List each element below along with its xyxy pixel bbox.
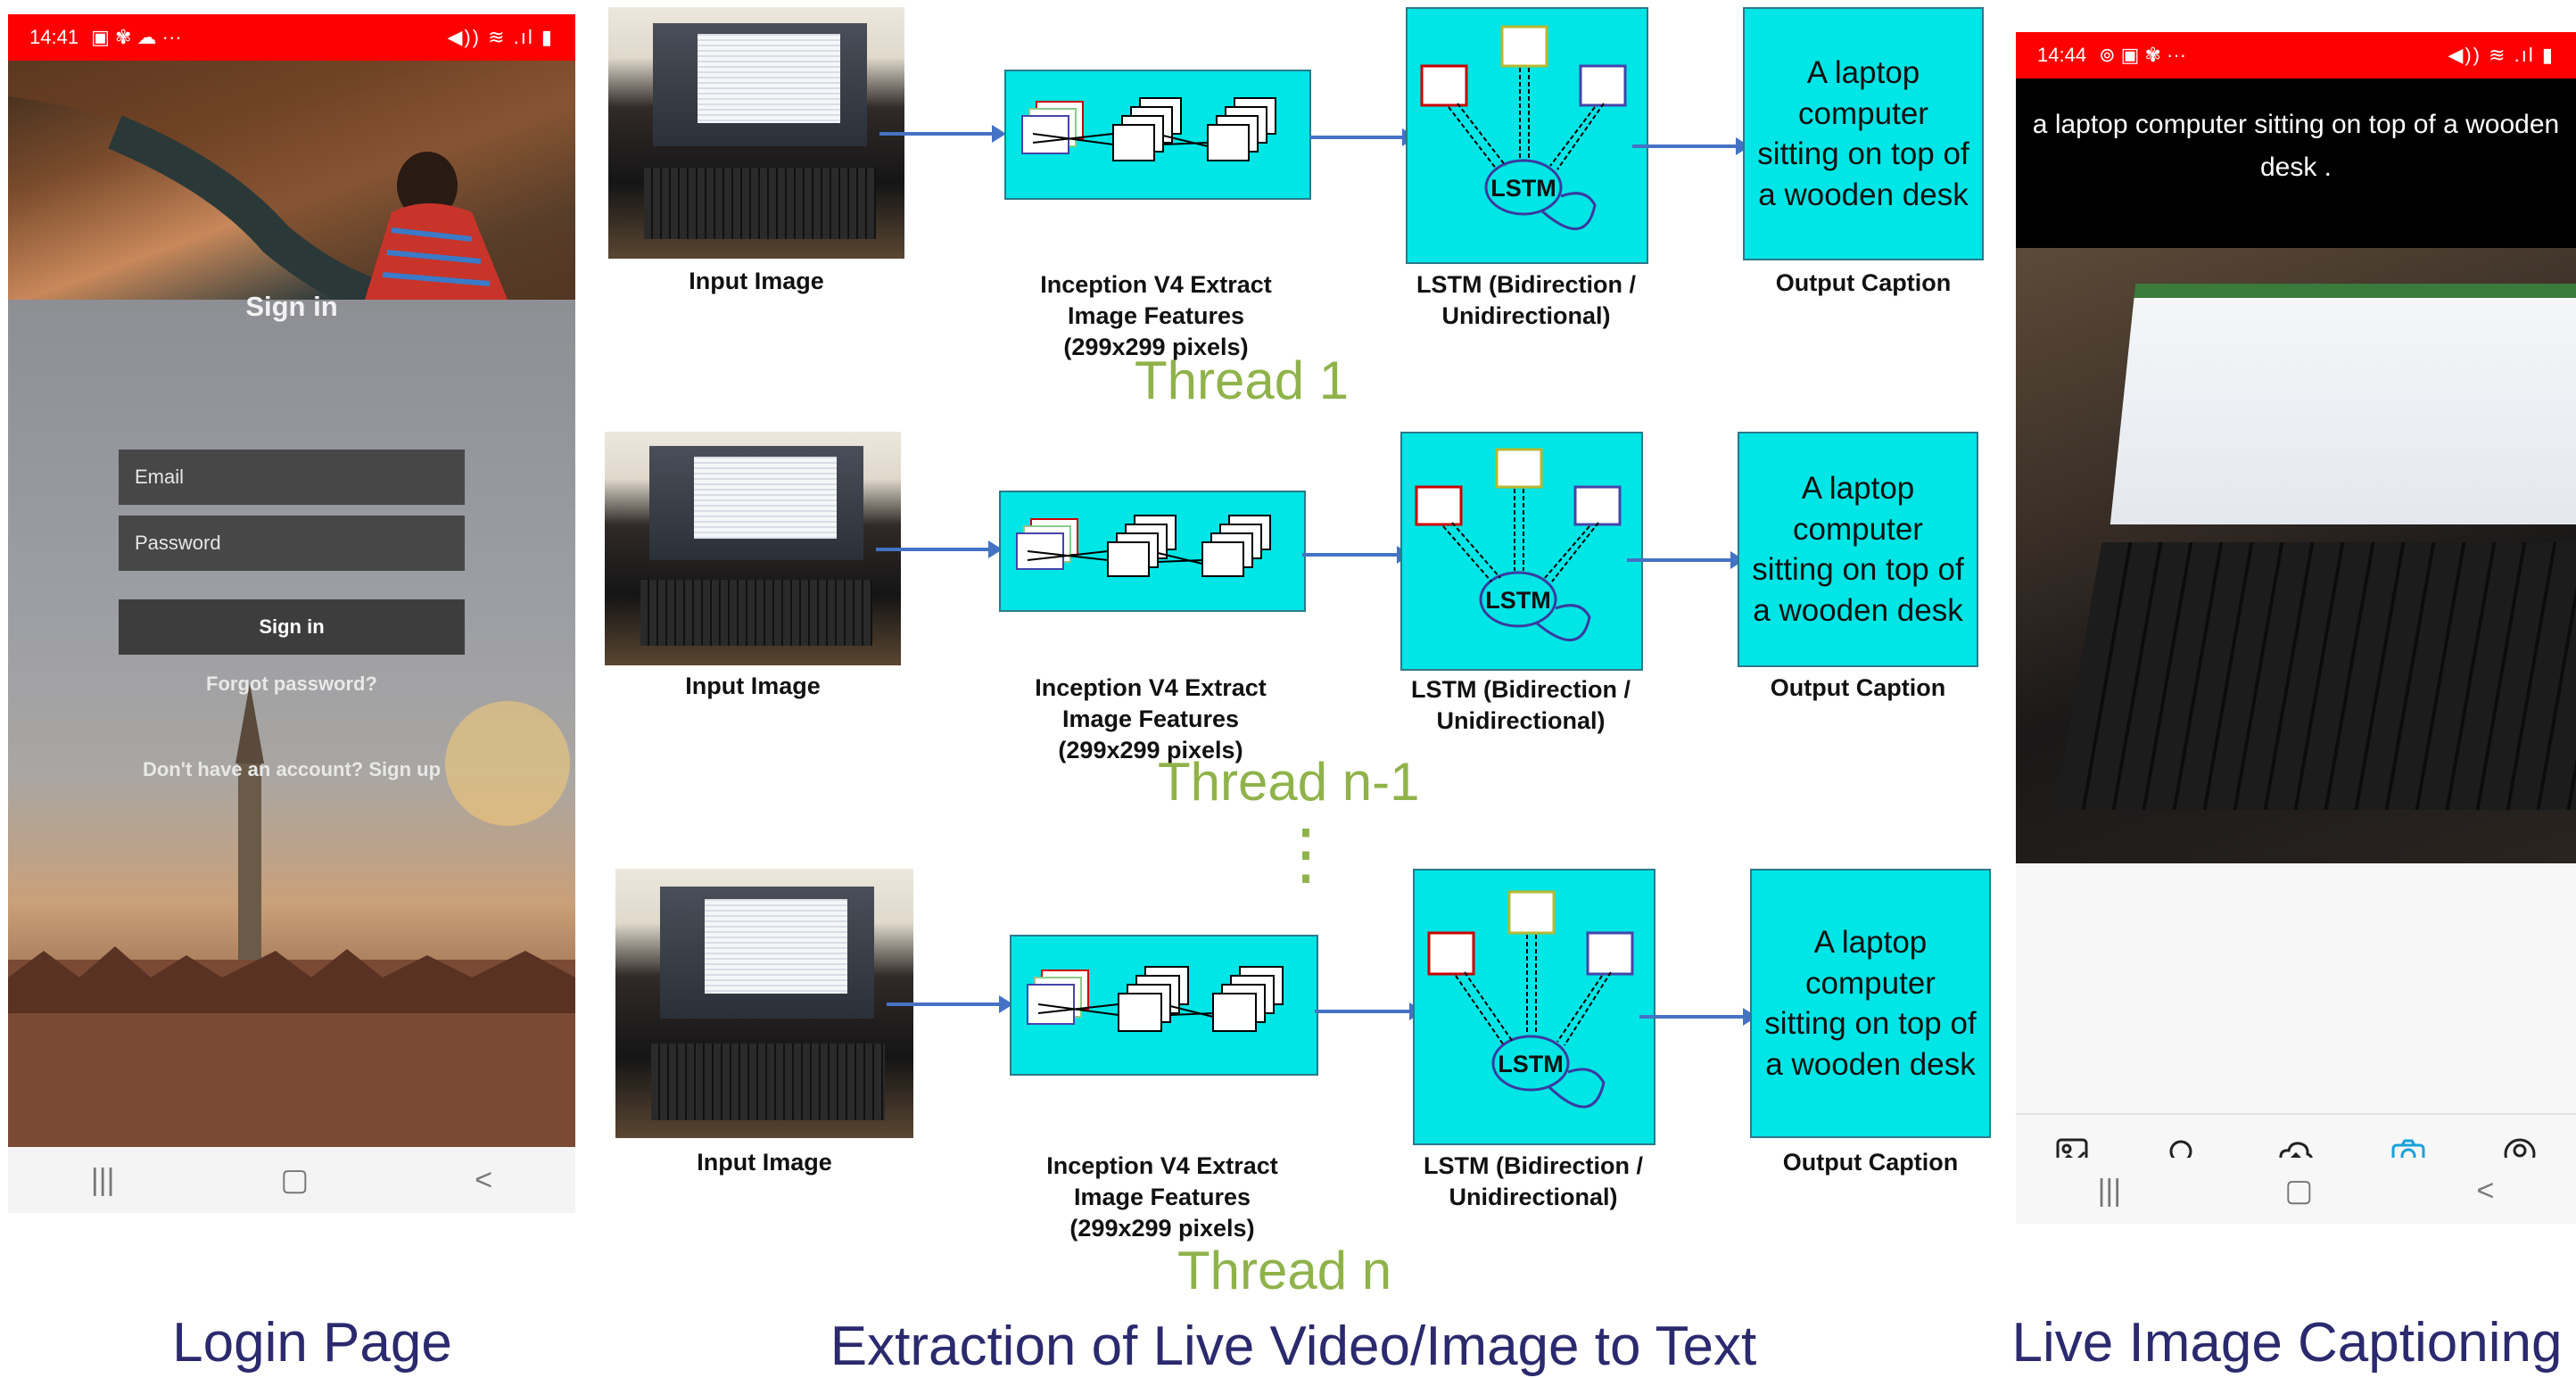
lstm-caption-1: LSTM (Bidirection / Unidirectional) — [1379, 269, 1673, 332]
status-left-icons: ⊚ ▣ ✾ ··· — [2099, 44, 2187, 66]
inception-caption-line1: Inception V4 Extract — [1046, 1152, 1278, 1179]
output-caption-box-1: A laptop computer sitting on top of a wo… — [1743, 7, 1984, 260]
inception-caption-3: Inception V4 Extract Image Features (299… — [1010, 1151, 1315, 1244]
arrow-lstm-to-output-1 — [1632, 137, 1750, 155]
input-image-2 — [605, 432, 901, 665]
sign-up-link[interactable]: Don't have an account? Sign up — [142, 758, 442, 780]
hero-image — [8, 61, 575, 318]
forgot-password-link[interactable]: Forgot password? — [206, 672, 377, 695]
input-image-3 — [615, 869, 913, 1138]
status-time: 14:44 — [2037, 44, 2087, 66]
lstm-network-diagram: LSTM — [1415, 448, 1622, 641]
lstm-caption-line1: LSTM (Bidirection / — [1411, 676, 1631, 703]
arrow-lstm-to-output-3 — [1639, 1008, 1757, 1026]
feature-maps-icon — [1016, 515, 1271, 577]
status-left-icons: ▣ ✾ ☁ ··· — [91, 26, 182, 48]
arrow-input-to-features-1 — [879, 125, 1006, 143]
inception-caption-line1: Inception V4 Extract — [1035, 674, 1267, 701]
login-phone: 14:41 ▣ ✾ ☁ ··· ◀)) ≋ .ıl ▮ Sign in Sign… — [8, 14, 575, 1213]
lstm-caption-line2: Unidirectional) — [1436, 707, 1606, 735]
status-bar: 14:41 ▣ ✾ ☁ ··· ◀)) ≋ .ıl ▮ — [8, 14, 575, 61]
input-image-caption-2: Input Image — [685, 672, 821, 699]
recent-apps-icon[interactable]: ||| — [90, 1162, 115, 1197]
lstm-node-label: LSTM — [1485, 587, 1551, 614]
output-caption-box-2: A laptop computer sitting on top of a wo… — [1738, 432, 1978, 667]
status-right-icons: ◀)) ≋ .ıl ▮ — [2448, 44, 2555, 66]
status-time: 14:41 — [29, 26, 79, 48]
inception-caption-line3: (299x299 pixels) — [1058, 737, 1243, 764]
output-caption-label-1: Output Caption — [1775, 269, 1952, 296]
extraction-label: Extraction of Live Video/Image to Text — [830, 1316, 1757, 1377]
inception-caption-line2: Image Features — [1061, 706, 1240, 733]
feature-extractor-box-2 — [999, 491, 1306, 612]
inception-caption-1: Inception V4 Extract Image Features (299… — [1004, 269, 1308, 363]
empty-area — [2016, 863, 2576, 1113]
lstm-node-label: LSTM — [1498, 1051, 1564, 1077]
inception-caption-line3: (299x299 pixels) — [1063, 334, 1249, 361]
arrow-input-to-features-2 — [876, 540, 1003, 558]
inception-caption-2: Inception V4 Extract Image Features (299… — [999, 672, 1302, 766]
arrow-features-to-lstm-1 — [1309, 128, 1416, 146]
login-page-label: Login Page — [172, 1312, 452, 1374]
lstm-caption-line1: LSTM (Bidirection / — [1416, 271, 1636, 298]
status-right-icons: ◀)) ≋ .ıl ▮ — [447, 26, 554, 48]
system-nav-bar: ||| ▢ < — [2016, 1158, 2576, 1224]
password-field[interactable] — [119, 516, 465, 571]
city-illustration — [8, 683, 575, 1161]
output-caption-label-2: Output Caption — [1770, 674, 1946, 701]
arrow-features-to-lstm-3 — [1315, 1003, 1424, 1020]
lstm-caption-2: LSTM (Bidirection / Unidirectional) — [1374, 674, 1668, 737]
lstm-caption-3: LSTM (Bidirection / Unidirectional) — [1386, 1151, 1680, 1213]
login-background — [8, 300, 575, 1161]
thread-n-label: Thread n — [1177, 1241, 1392, 1300]
canyon-illustration — [8, 61, 575, 318]
recent-apps-icon[interactable]: ||| — [2097, 1173, 2122, 1208]
lstm-caption-line2: Unidirectional) — [1449, 1184, 1618, 1211]
feature-maps-icon — [1027, 966, 1284, 1032]
arrow-lstm-to-output-2 — [1627, 551, 1745, 569]
thread-1-label: Thread 1 — [1135, 351, 1350, 410]
sign-in-button[interactable]: Sign in — [119, 599, 465, 655]
email-field[interactable] — [119, 450, 465, 505]
back-icon[interactable]: < — [2476, 1173, 2495, 1208]
lstm-box-3: LSTM — [1413, 869, 1655, 1145]
lstm-caption-line1: LSTM (Bidirection / — [1424, 1152, 1643, 1179]
lstm-box-2: LSTM — [1400, 432, 1643, 671]
feature-maps-icon — [1021, 97, 1276, 161]
inception-caption-line2: Image Features — [1073, 1184, 1251, 1211]
ellipsis-dots: ⋮ — [1272, 816, 1340, 892]
back-icon[interactable]: < — [475, 1162, 493, 1197]
feature-extractor-box-3 — [1010, 935, 1318, 1076]
lstm-node-label: LSTM — [1490, 175, 1556, 202]
arrow-input-to-features-3 — [887, 995, 1013, 1013]
sign-in-title: Sign in — [245, 291, 338, 322]
arrow-features-to-lstm-2 — [1302, 546, 1411, 564]
input-image-caption-3: Input Image — [697, 1149, 832, 1176]
system-nav-bar: ||| ▢ < — [8, 1147, 575, 1213]
lstm-network-diagram: LSTM — [1427, 890, 1634, 1109]
lstm-caption-line2: Unidirectional) — [1441, 302, 1611, 330]
camera-preview — [2016, 248, 2576, 863]
home-icon[interactable]: ▢ — [2284, 1174, 2314, 1208]
lstm-network-diagram: LSTM — [1420, 25, 1627, 230]
caption-phone: 14:44 ⊚ ▣ ✾ ··· ◀)) ≋ .ıl ▮ a laptop com… — [2016, 32, 2576, 1224]
inception-caption-line1: Inception V4 Extract — [1040, 271, 1272, 298]
home-icon[interactable]: ▢ — [280, 1163, 310, 1197]
thread-n-1-label: Thread n-1 — [1158, 752, 1420, 812]
status-bar: 14:44 ⊚ ▣ ✾ ··· ◀)) ≋ .ıl ▮ — [2016, 32, 2576, 78]
output-caption-box-3: A laptop computer sitting on top of a wo… — [1750, 869, 1991, 1138]
lstm-box-1: LSTM — [1406, 7, 1648, 264]
inception-caption-line3: (299x299 pixels) — [1069, 1215, 1255, 1242]
input-image-caption-1: Input Image — [689, 268, 824, 294]
caption-text: a laptop computer sitting on top of a wo… — [2016, 78, 2576, 248]
input-image-1 — [608, 7, 904, 259]
live-captioning-label: Live Image Captioning — [2011, 1312, 2563, 1374]
output-caption-label-3: Output Caption — [1782, 1149, 1959, 1176]
feature-extractor-box-1 — [1004, 70, 1311, 200]
inception-caption-line2: Image Features — [1067, 302, 1245, 330]
